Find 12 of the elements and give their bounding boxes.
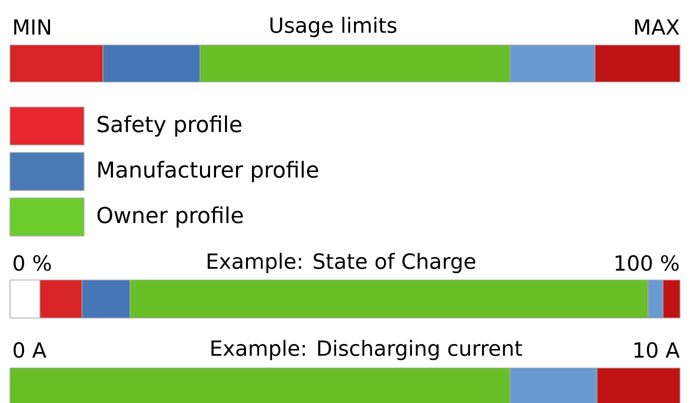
axis-label: MAX — [635, 19, 680, 35]
axis-label: 0 % — [14, 255, 51, 271]
bar-title: Example: State of Charge — [208, 252, 476, 274]
legend-label: Owner profile — [97, 206, 243, 228]
legend-label: Manufacturer profile — [98, 160, 318, 182]
bar-title: Example: Discharging current — [212, 340, 522, 360]
axis-label: 0 A — [14, 342, 46, 358]
axis-label: 10 A — [634, 342, 680, 358]
axis-label: MIN — [14, 19, 50, 35]
axis-label: 100 % — [616, 255, 679, 271]
bar-title: Usage limits — [270, 16, 396, 38]
legend-label: Safety profile — [98, 115, 242, 137]
